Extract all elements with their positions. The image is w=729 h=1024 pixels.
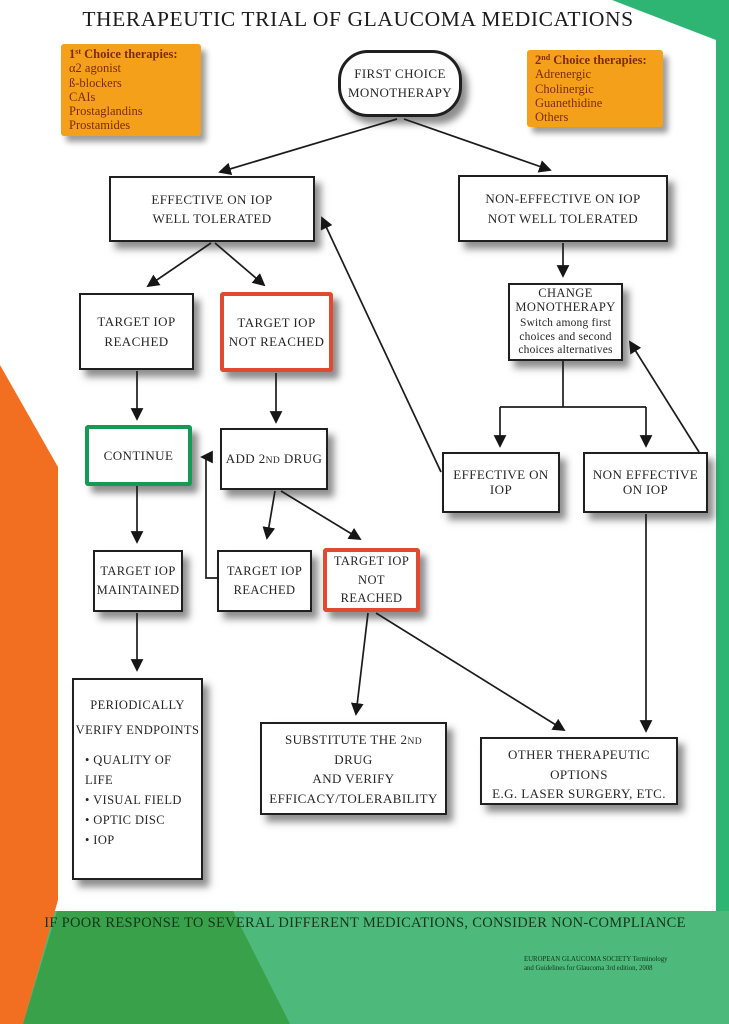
legend-first-heading: 1st Choice therapies: (69, 47, 178, 61)
node-target-iop-reached-1: TARGET IOP REACHED (79, 293, 194, 370)
node-effective-well-tolerated: EFFECTIVE ON IOP WELL TOLERATED (109, 176, 315, 242)
list-item: • IOP (85, 832, 115, 847)
page-title: THERAPEUTIC TRIAL OF GLAUCOMA MEDICATION… (82, 7, 634, 31)
edge-noneffectiveiop-back-to-change (628, 340, 700, 453)
background-green-dark-wedge (23, 911, 290, 1024)
edge-notreached2-to-substitute (350, 612, 369, 716)
node-effective-on-iop: EFFECTIVE ON IOP (442, 452, 560, 513)
node-first-choice-monotherapy: FIRST CHOICE MONOTHERAPY (338, 50, 462, 117)
node-target-iop-maintained: TARGET IOP MAINTAINED (93, 550, 183, 612)
edges (130, 118, 700, 733)
legend-item: CAIs (69, 89, 96, 104)
node-noneffective-not-tolerated: NON-EFFECTIVE ON IOP NOT WELL TOLERATED (458, 175, 668, 242)
node-non-effective-on-iop: NON EFFECTIVE ON IOP (583, 452, 708, 513)
verify-endpoints-list: • QUALITY OF LIFE • VISUAL FIELD • OPTIC… (74, 750, 201, 850)
legend-item: Adrenergic (535, 67, 591, 82)
legend-item: Prostamides (69, 118, 131, 133)
legend-item: Cholinergic (535, 81, 594, 96)
edge-firstchoice-to-noneffective (403, 118, 552, 173)
edge-firstchoice-to-effective (218, 118, 398, 175)
node-other-therapeutic-options: OTHER THERAPEUTIC OPTIONS E.G. LASER SUR… (480, 737, 678, 805)
edge-effective-to-reached1 (146, 242, 212, 288)
legend-second-choice: 2nd Choice therapies: Adrenergic Choline… (527, 50, 663, 128)
list-item: • QUALITY OF LIFE (85, 752, 172, 787)
source-credit: EUROPEAN GLAUCOMA SOCIETY Terminology an… (524, 956, 668, 973)
legend-first-choice: 1st Choice therapies: α2 agonist ß-block… (61, 44, 201, 136)
edge-effective-to-notreached1 (214, 242, 266, 287)
node-substitute-2nd-drug: SUBSTITUTE THE 2ND DRUG AND VERIFY EFFIC… (260, 722, 447, 815)
node-target-iop-not-reached-2: TARGET IOP NOT REACHED (323, 548, 420, 612)
list-item: • VISUAL FIELD (85, 792, 182, 807)
node-target-iop-not-reached-1: TARGET IOP NOT REACHED (220, 292, 333, 372)
legend-second-heading: 2nd Choice therapies: (535, 53, 647, 67)
legend-item: Guanethidine (535, 95, 603, 110)
non-compliance-note: IF POOR RESPONSE TO SEVERAL DIFFERENT ME… (44, 915, 686, 931)
node-target-iop-reached-2: TARGET IOP REACHED (217, 550, 312, 612)
background-orange-wedge (0, 365, 58, 1024)
legend-item: ß-blockers (69, 75, 122, 90)
legend-item: Others (535, 110, 569, 124)
edge-notreached2-to-other (375, 612, 566, 732)
list-item: • OPTIC DISC (85, 812, 166, 827)
edge-add2nd-to-notreached2 (280, 490, 362, 540)
node-add-2nd-drug: ADD 2ND DRUG (220, 428, 328, 490)
node-continue: CONTINUE (85, 425, 192, 486)
edge-reached2-to-continue (200, 450, 217, 579)
legend-item: α2 agonist (69, 61, 122, 76)
edge-add2nd-to-reached2 (262, 490, 276, 540)
node-periodically-verify: PERIODICALLY VERIFY ENDPOINTS • QUALITY … (72, 678, 203, 880)
edge-effectiveiop-back-to-effective (320, 216, 442, 473)
legend-item: Prostaglandins (69, 104, 143, 118)
